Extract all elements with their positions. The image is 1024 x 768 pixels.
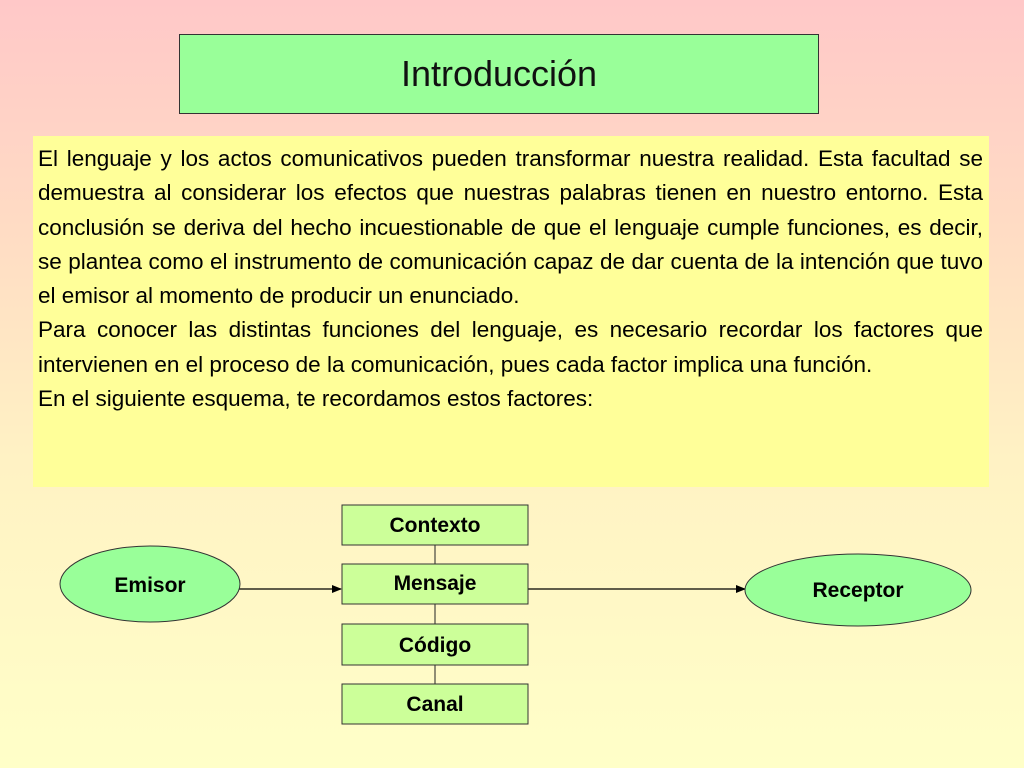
node-codigo: Código (341, 623, 529, 666)
node-canal-label: Canal (406, 693, 463, 716)
slide-title: Introducción (179, 34, 819, 114)
paragraph-3: En el siguiente esquema, te recordamos e… (38, 386, 594, 412)
node-mensaje: Mensaje (341, 563, 529, 605)
node-contexto-label: Contexto (390, 514, 481, 537)
node-emisor-label: Emisor (114, 574, 185, 597)
node-receptor: Receptor (744, 553, 972, 627)
node-mensaje-label: Mensaje (394, 572, 477, 595)
node-codigo-label: Código (399, 634, 471, 657)
node-contexto: Contexto (341, 504, 529, 546)
paragraph-1: El lenguaje y los actos comunicativos pu… (38, 146, 983, 309)
slide-title-text: Introducción (400, 53, 598, 94)
node-emisor: Emisor (59, 545, 241, 623)
intro-text-box: El lenguaje y los actos comunicativos pu… (33, 136, 989, 487)
node-receptor-label: Receptor (812, 579, 903, 602)
paragraph-2: Para conocer las distintas funciones del… (38, 317, 983, 377)
node-canal: Canal (341, 683, 529, 725)
